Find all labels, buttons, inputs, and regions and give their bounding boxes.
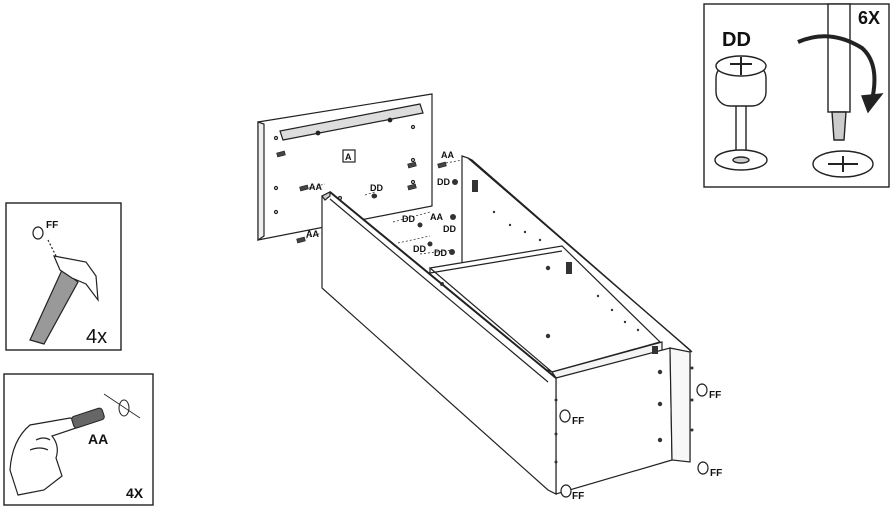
cam-instruction-box: DD 6X	[703, 3, 890, 188]
hand-instruction-box: AA 4X	[3, 373, 154, 506]
count-label: 4X	[126, 485, 144, 501]
dowel-label: AA	[441, 150, 454, 160]
panel-label: A	[345, 152, 352, 162]
dowel-label: AA	[430, 212, 443, 222]
ff-cap-icon	[32, 226, 44, 240]
cam-label: DD	[370, 183, 383, 193]
screwdriver-icon	[797, 3, 884, 178]
part-label: AA	[88, 431, 108, 447]
part-label: FF	[46, 220, 58, 231]
cam-label: DD	[443, 224, 456, 234]
cam-lock-icon	[714, 55, 768, 171]
carcass	[321, 155, 693, 495]
ff-label: FF	[710, 468, 722, 479]
cam-label: DD	[437, 177, 450, 187]
dowel-label: AA	[309, 182, 322, 192]
cam-fittings	[371, 179, 458, 255]
panel-label-box	[342, 149, 356, 163]
dowel-icon	[71, 393, 141, 429]
count-label: 6X	[858, 8, 880, 28]
count-label: 4x	[86, 326, 107, 348]
back-panel-a	[257, 93, 433, 242]
ff-label: FF	[709, 390, 721, 401]
dowels-aa	[276, 150, 447, 244]
cam-label: DD	[413, 244, 426, 254]
hammer-icon	[29, 239, 99, 345]
ff-label: FF	[572, 416, 584, 427]
part-label: DD	[722, 29, 751, 51]
cam-label: DD	[434, 248, 447, 258]
dowel-label: AA	[306, 229, 319, 239]
ff-caps	[559, 383, 709, 498]
hammer-instruction-box: 4x FF	[5, 202, 122, 351]
ff-label: FF	[572, 491, 584, 502]
carcass-fittings	[440, 180, 694, 464]
cam-label: DD	[402, 214, 415, 224]
